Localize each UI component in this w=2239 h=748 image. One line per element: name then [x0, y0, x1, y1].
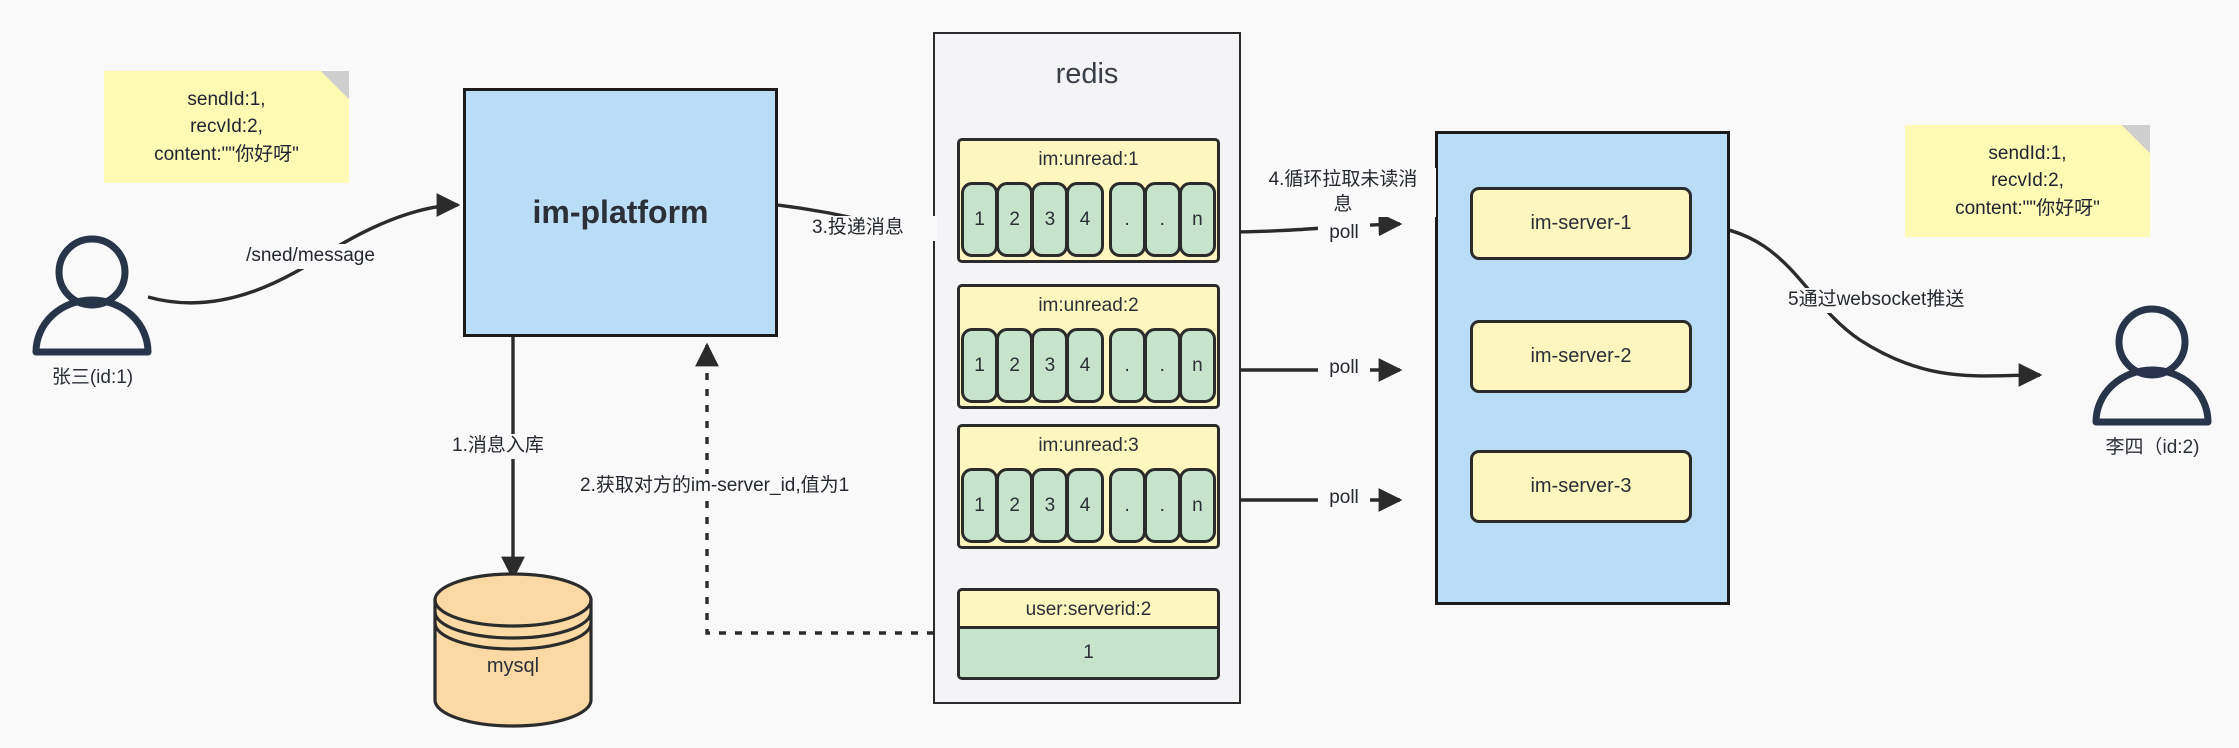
list-cell[interactable]: . — [1143, 468, 1181, 543]
edge-label-step2: 2.获取对方的im-server_id,值为1 — [580, 474, 900, 499]
list-cell[interactable]: 3 — [1031, 328, 1069, 403]
note-right-line-2: recvId:2, — [1991, 170, 2064, 192]
node-im-server-1[interactable]: im-server-1 — [1470, 187, 1692, 260]
edge-label-poll-3: poll — [1318, 486, 1370, 511]
note-left-line-2: recvId:2, — [190, 116, 263, 138]
node-redis-title: redis — [1055, 58, 1119, 90]
edge-label-step3: 3.投递消息 — [812, 216, 937, 241]
note-left-line-3: content:""你好呀" — [154, 143, 299, 165]
sender-caption: 张三(id:1) — [51, 367, 134, 388]
redis-list-cells: 1 2 3 4 . . n — [960, 328, 1217, 406]
node-im-server-3-label: im-server-3 — [1530, 475, 1632, 497]
node-im-server-2[interactable]: im-server-2 — [1470, 320, 1692, 393]
node-im-platform-label: im-platform — [532, 194, 709, 230]
node-im-server-2-label: im-server-2 — [1530, 345, 1632, 367]
list-cell[interactable]: . — [1143, 328, 1181, 403]
node-im-server-3[interactable]: im-server-3 — [1470, 450, 1692, 523]
list-cell[interactable]: n — [1178, 328, 1216, 403]
edge-get-server-id — [695, 342, 950, 635]
redis-key-group-im-unread-2[interactable]: im:unread:2 1 2 3 4 . . n — [957, 284, 1220, 409]
note-left-message-payload: sendId:1, recvId:2, content:""你好呀" — [104, 71, 349, 183]
list-cell[interactable]: 3 — [1031, 182, 1069, 257]
redis-key-group-im-unread-1[interactable]: im:unread:1 1 2 3 4 . . n — [957, 138, 1220, 263]
list-cell[interactable]: 1 — [961, 328, 999, 403]
note-fold-corner-icon — [321, 71, 349, 99]
edge-label-poll-1: poll — [1318, 221, 1370, 246]
sender-user-icon — [32, 235, 152, 356]
list-cell[interactable]: 2 — [996, 468, 1034, 543]
edge-label-poll-2: poll — [1318, 356, 1370, 381]
list-cell[interactable]: 4 — [1066, 468, 1104, 543]
list-cell[interactable]: 3 — [1031, 468, 1069, 543]
edge-label-send-message: /sned/message — [228, 244, 393, 269]
redis-key-group-user-serverid-2[interactable]: user:serverid:2 1 — [957, 588, 1220, 680]
list-cell[interactable]: 4 — [1066, 328, 1104, 403]
list-cell[interactable]: . — [1108, 468, 1146, 543]
note-right-message-payload: sendId:1, recvId:2, content:""你好呀" — [1905, 125, 2150, 237]
redis-key-group-im-unread-3[interactable]: im:unread:3 1 2 3 4 . . n — [957, 424, 1220, 549]
edge-websocket-push — [1689, 222, 2043, 387]
list-cell[interactable]: n — [1178, 468, 1216, 543]
redis-key-name: user:serverid:2 — [1025, 599, 1152, 620]
redis-key-value: 1 — [960, 626, 1217, 677]
list-cell[interactable]: 1 — [961, 468, 999, 543]
edge-label-step4-line-1: 4.循环拉取未读消 — [1268, 169, 1418, 190]
list-cell[interactable]: . — [1143, 182, 1181, 257]
edge-poll-1 — [1221, 212, 1403, 237]
list-cell[interactable]: . — [1108, 182, 1146, 257]
list-cell[interactable]: . — [1108, 328, 1146, 403]
note-fold-corner-icon — [2122, 125, 2150, 153]
edge-label-step4-line-2: 息 — [1333, 193, 1353, 215]
note-right-line-1: sendId:1, — [1988, 142, 2067, 164]
edge-label-step1: 1.消息入库 — [452, 434, 572, 459]
list-cell[interactable]: 1 — [961, 182, 999, 257]
node-im-server-1-label: im-server-1 — [1530, 212, 1632, 234]
edge-label-step5: 5通过websocket推送 — [1788, 288, 2038, 313]
list-cell[interactable]: 2 — [996, 328, 1034, 403]
node-mysql-label: mysql — [486, 655, 540, 677]
list-cell[interactable]: 4 — [1066, 182, 1104, 257]
redis-key-name: im:unread:1 — [1038, 149, 1139, 170]
note-left-line-1: sendId:1, — [187, 88, 266, 110]
receiver-caption: 李四（id:2) — [2105, 437, 2200, 458]
node-im-platform[interactable]: im-platform — [463, 88, 778, 337]
redis-list-cells: 1 2 3 4 . . n — [960, 468, 1217, 546]
redis-key-name: im:unread:3 — [1038, 435, 1139, 456]
list-cell[interactable]: 2 — [996, 182, 1034, 257]
mysql-database-cylinder-icon — [433, 572, 593, 728]
note-right-line-3: content:""你好呀" — [1955, 197, 2100, 219]
redis-list-cells: 1 2 3 4 . . n — [960, 182, 1217, 260]
redis-key-name: im:unread:2 — [1038, 295, 1139, 316]
edge-label-step4: 4.循环拉取未读消 息 — [1250, 168, 1436, 218]
receiver-user-icon — [2092, 305, 2212, 426]
list-cell[interactable]: n — [1178, 182, 1216, 257]
